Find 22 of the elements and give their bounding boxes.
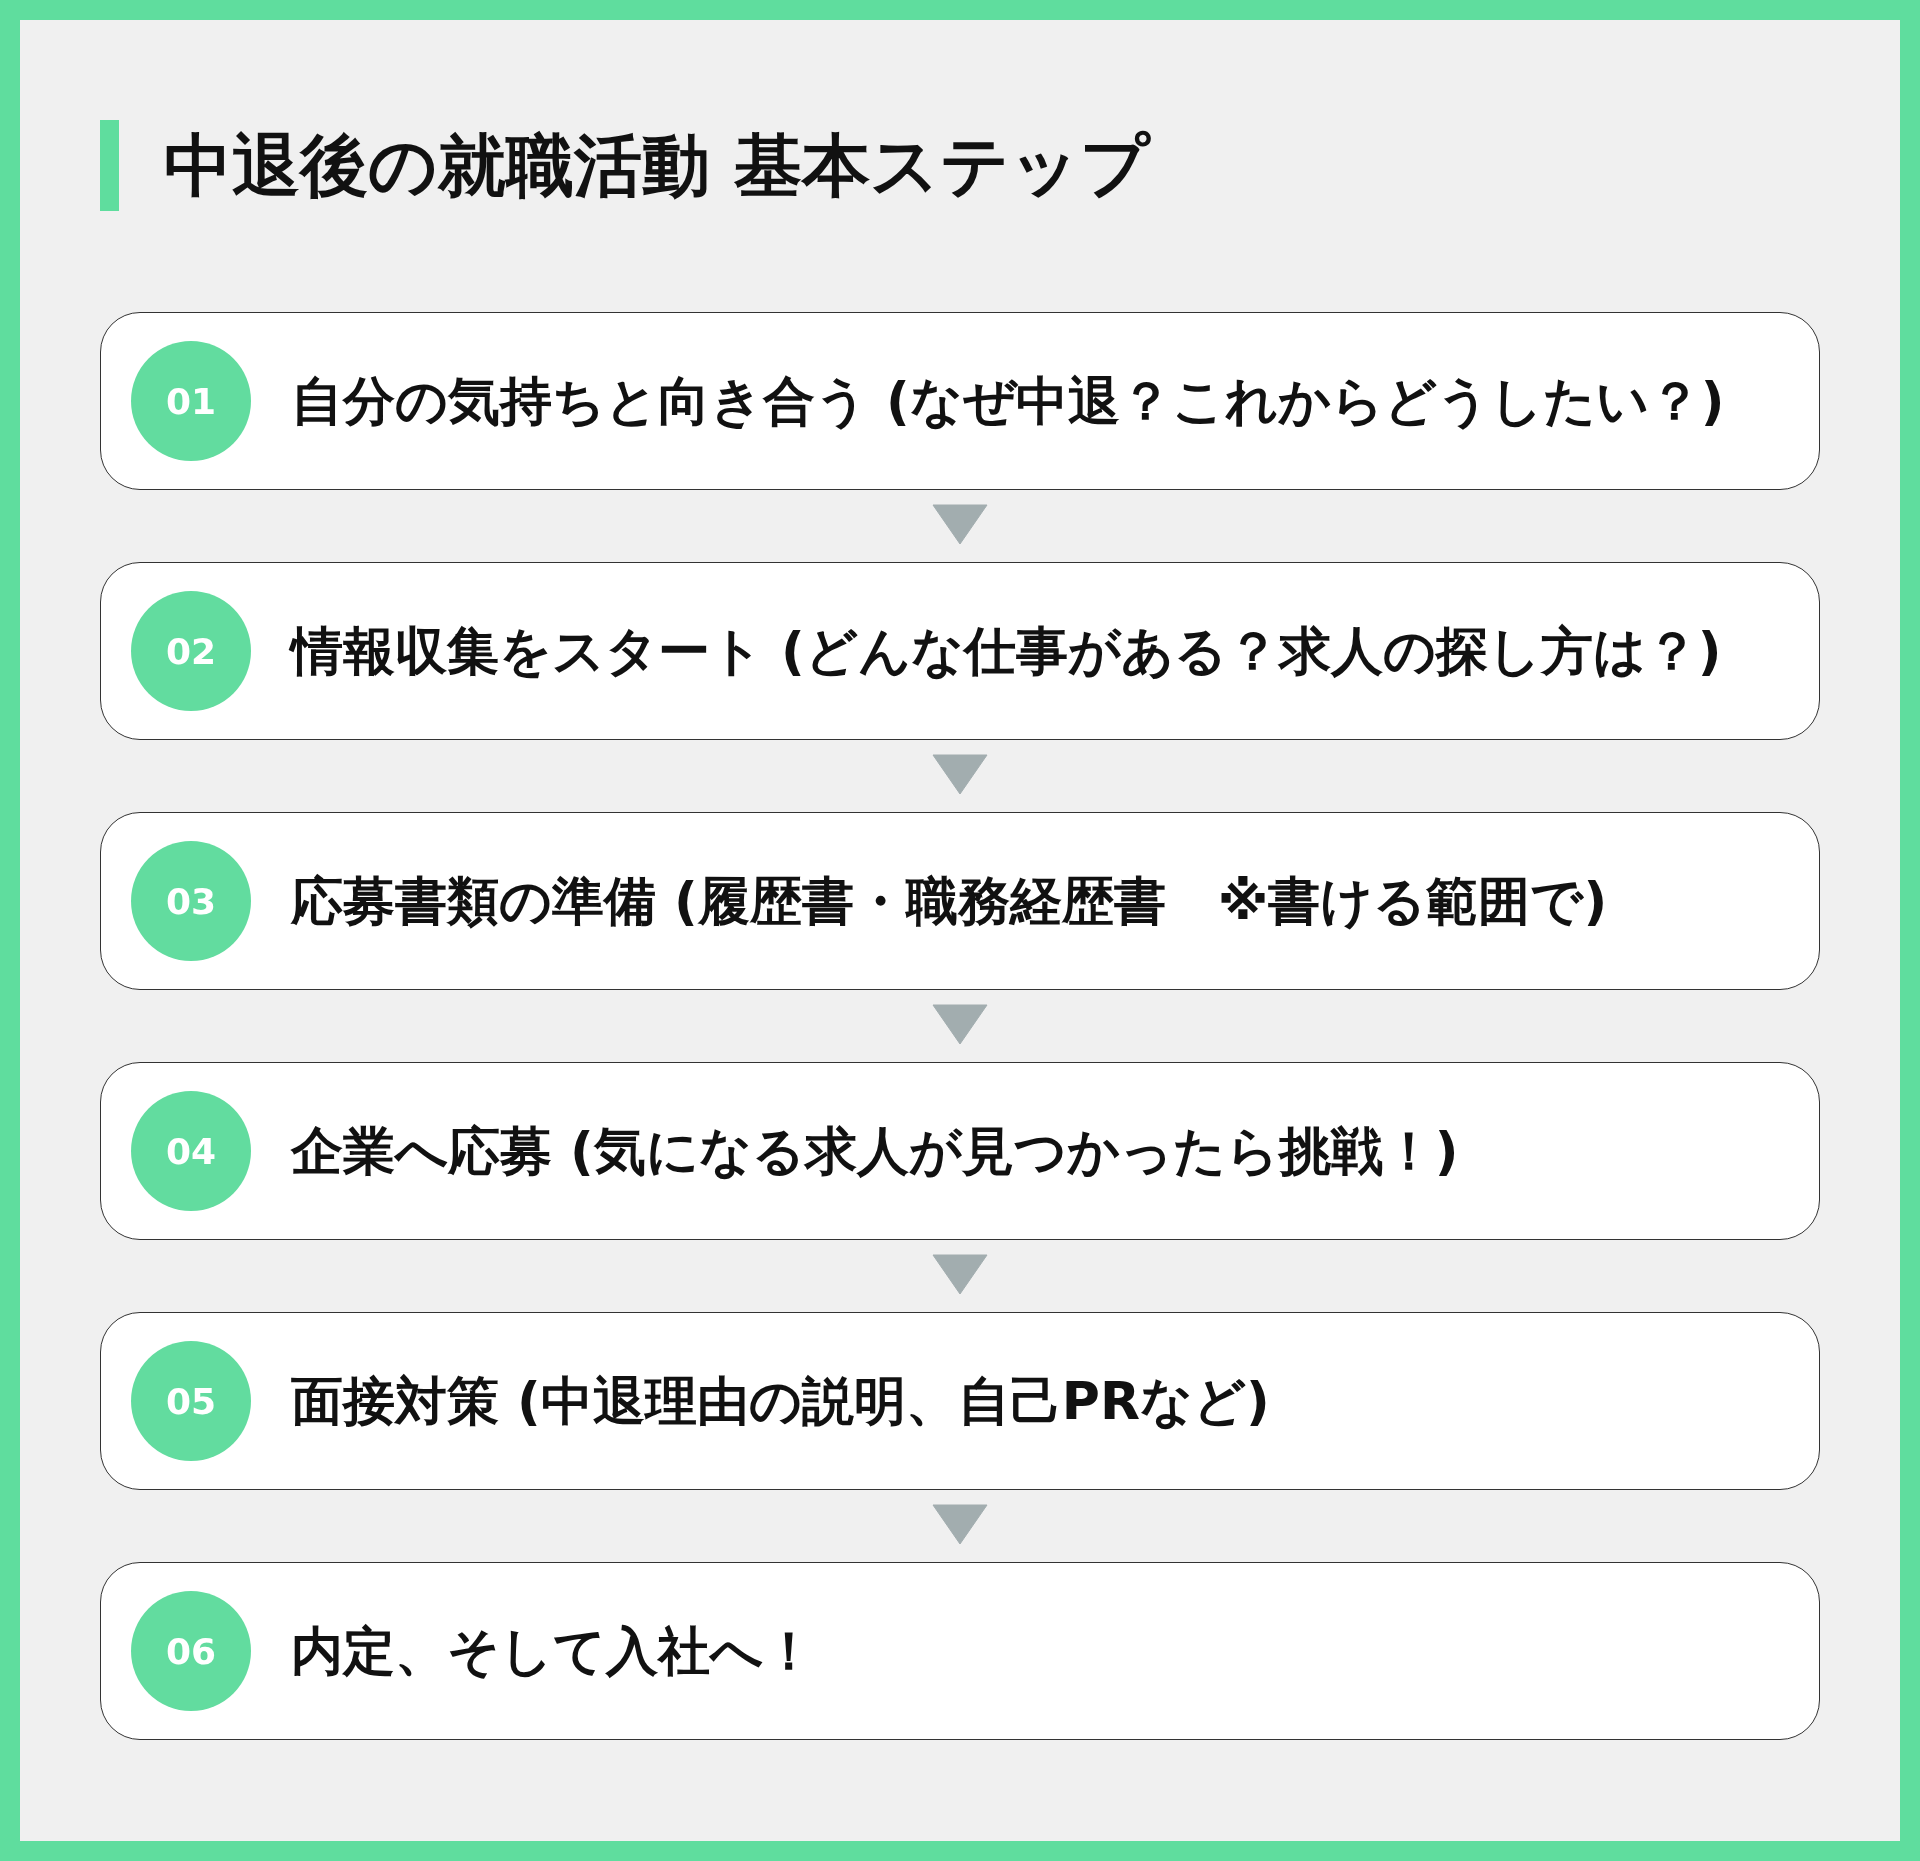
- down-arrow: [932, 754, 988, 795]
- step-number: 02: [131, 591, 251, 711]
- down-arrow: [932, 1004, 988, 1045]
- step-card: [100, 312, 1820, 490]
- step-number: 04: [131, 1091, 251, 1211]
- step-card: [100, 1062, 1820, 1240]
- step-card: [100, 812, 1820, 990]
- title: 中退後の就職活動 基本ステップ: [164, 126, 1150, 206]
- step-card: [100, 562, 1820, 740]
- step-text: 面接対策 (中退理由の説明、自己PRなど): [291, 1370, 1270, 1433]
- step-text: 応募書類の準備 (履歴書・職務経歴書 ※書ける範囲で): [291, 870, 1608, 933]
- step-number: 05: [131, 1341, 251, 1461]
- step-number: 06: [131, 1591, 251, 1711]
- step-number: 01: [131, 341, 251, 461]
- step-card: [100, 1562, 1820, 1740]
- step-card: [100, 1312, 1820, 1490]
- down-arrow: [932, 1254, 988, 1295]
- step-text: 内定、そして入社へ！: [291, 1620, 815, 1683]
- step-number: 03: [131, 841, 251, 961]
- step-text: 企業へ応募 (気になる求人が見つかったら挑戦！): [291, 1120, 1459, 1183]
- down-arrow: [932, 1504, 988, 1545]
- step-text: 自分の気持ちと向き合う (なぜ中退？これからどうしたい？): [291, 370, 1725, 433]
